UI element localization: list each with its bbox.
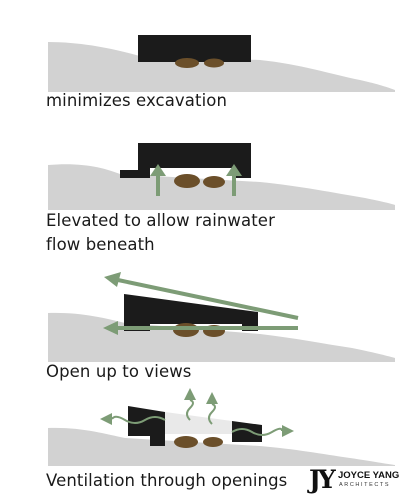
terrain: [48, 42, 395, 92]
diagram-ventilation: [0, 384, 405, 466]
logo: JY JOYCE YANG ARCHITECTS: [309, 466, 401, 496]
rainwater-arrow: [226, 164, 242, 196]
diagram-views: [0, 268, 405, 362]
caption-elevated-line-2: flow beneath: [46, 235, 155, 254]
view-arrow-upper: [104, 272, 299, 320]
terrain: [48, 164, 395, 210]
rock: [204, 58, 224, 68]
rock: [203, 437, 223, 447]
airflow-arrow-up: [206, 392, 218, 425]
building-volume-right: [232, 421, 262, 442]
caption-minimize-excavation: minimizes excavation: [46, 91, 228, 110]
rainwater-arrow: [150, 164, 166, 196]
rock: [203, 176, 225, 188]
logo-mark: JY: [309, 465, 336, 494]
rock: [174, 436, 198, 448]
diagram-elevated: [0, 138, 405, 210]
caption-views: Open up to views: [46, 362, 192, 381]
airflow-arrow-up: [184, 388, 196, 421]
terrain: [48, 427, 395, 466]
logo-subtitle: ARCHITECTS: [339, 482, 391, 488]
rock: [175, 58, 199, 68]
building-volume-left: [128, 406, 165, 446]
building-volume: [120, 143, 251, 178]
view-arrow-lower: [103, 321, 298, 335]
building-volume: [138, 35, 251, 62]
airflow-arrow-right: [231, 425, 294, 437]
airflow-arrow-left: [100, 413, 166, 425]
caption-elevated-line-1: Elevated to allow rainwater: [46, 211, 275, 230]
building-volume: [124, 294, 258, 331]
diagram-minimize-excavation: [0, 30, 405, 92]
rock: [174, 174, 200, 188]
caption-ventilation: Ventilation through openings: [46, 471, 288, 490]
logo-name: JOYCE YANG: [338, 470, 400, 481]
building-opening: [165, 412, 232, 434]
